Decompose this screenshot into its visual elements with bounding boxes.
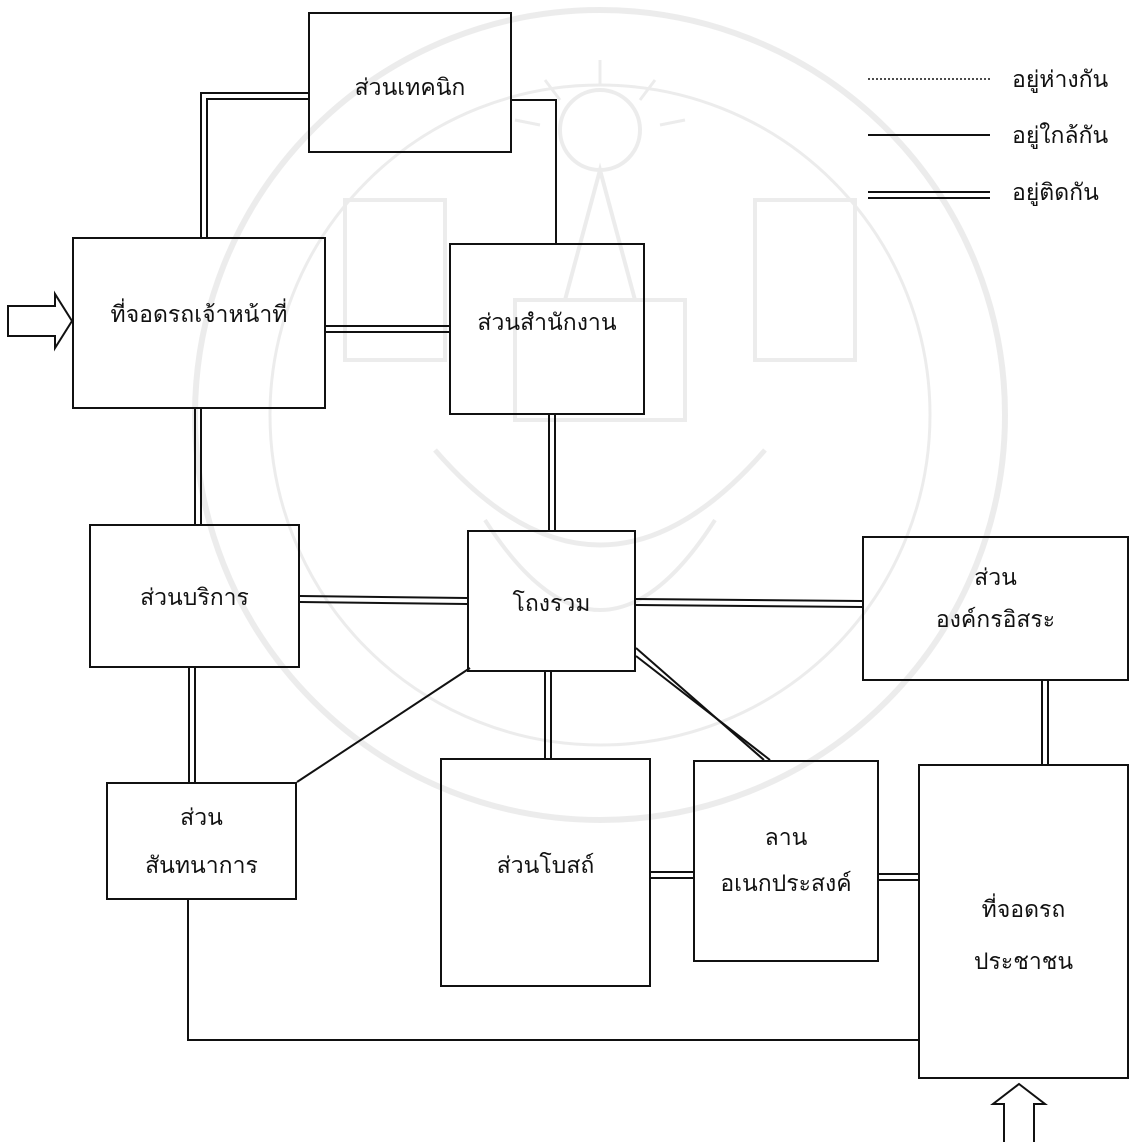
link-plaza-publicparking — [879, 873, 918, 881]
link-staffparking-service — [194, 409, 202, 524]
box-office: ส่วนสำนักงาน — [449, 243, 645, 415]
box-plaza-label-2: อเนกประสงค์ — [720, 871, 852, 897]
box-bot-label: ส่วนโบสถ์ — [496, 853, 595, 879]
legend-near-label: อยู่ใกล้กัน — [1012, 123, 1109, 149]
legend-adjacent-label: อยู่ติดกัน — [1012, 180, 1099, 206]
link-hall-independent — [635, 598, 863, 608]
box-staff-parking: ที่จอดรถเจ้าหน้าที่ — [72, 237, 326, 409]
link-hall-bot — [544, 672, 552, 758]
link-service-recreation — [188, 668, 196, 782]
link-recreation-publicparking — [187, 900, 918, 1041]
link-hall-plaza — [635, 647, 771, 761]
link-office-hall — [548, 415, 556, 530]
link-independent-publicparking — [1041, 681, 1049, 764]
box-public-parking-label-2: ประชาชน — [973, 949, 1074, 975]
box-plaza: ลาน อเนกประสงค์ — [693, 760, 879, 962]
box-staff-parking-label: ที่จอดรถเจ้าหน้าที่ — [110, 302, 288, 328]
box-plaza-label-1: ลาน — [764, 825, 808, 851]
box-public-parking-label-1: ที่จอดรถ — [981, 897, 1066, 923]
link-hall-recreation — [296, 667, 471, 783]
link-bot-plaza — [651, 871, 693, 879]
box-office-label: ส่วนสำนักงาน — [477, 310, 617, 336]
box-technical: ส่วนเทคนิก — [308, 12, 512, 153]
legend-adjacent-line — [868, 191, 990, 199]
box-main-hall-label: โถงรวม — [512, 591, 591, 617]
link-technical-office — [510, 99, 557, 243]
box-recreation-label-2: สันทนาการ — [145, 853, 258, 879]
box-recreation: ส่วน สันทนาการ — [106, 782, 297, 900]
link-staffparking-office — [326, 325, 449, 333]
box-independent-label-2: องค์กรอิสระ — [935, 607, 1056, 633]
box-service-label: ส่วนบริการ — [140, 585, 249, 611]
link-technical-staffparking — [200, 92, 310, 237]
legend-far-label: อยู่ห่างกัน — [1012, 67, 1109, 93]
box-public-parking: ที่จอดรถ ประชาชน — [918, 764, 1129, 1079]
box-bot: ส่วนโบสถ์ — [440, 758, 651, 987]
box-recreation-label-1: ส่วน — [180, 805, 223, 831]
box-service: ส่วนบริการ — [89, 524, 300, 668]
box-technical-label: ส่วนเทคนิก — [354, 75, 466, 101]
box-main-hall: โถงรวม — [467, 530, 636, 672]
box-independent-label-1: ส่วน — [974, 565, 1017, 591]
link-service-hall — [299, 595, 468, 605]
arrow-right-icon — [7, 290, 74, 352]
box-independent: ส่วน องค์กรอิสระ — [862, 536, 1129, 681]
arrow-up-icon — [990, 1082, 1048, 1142]
